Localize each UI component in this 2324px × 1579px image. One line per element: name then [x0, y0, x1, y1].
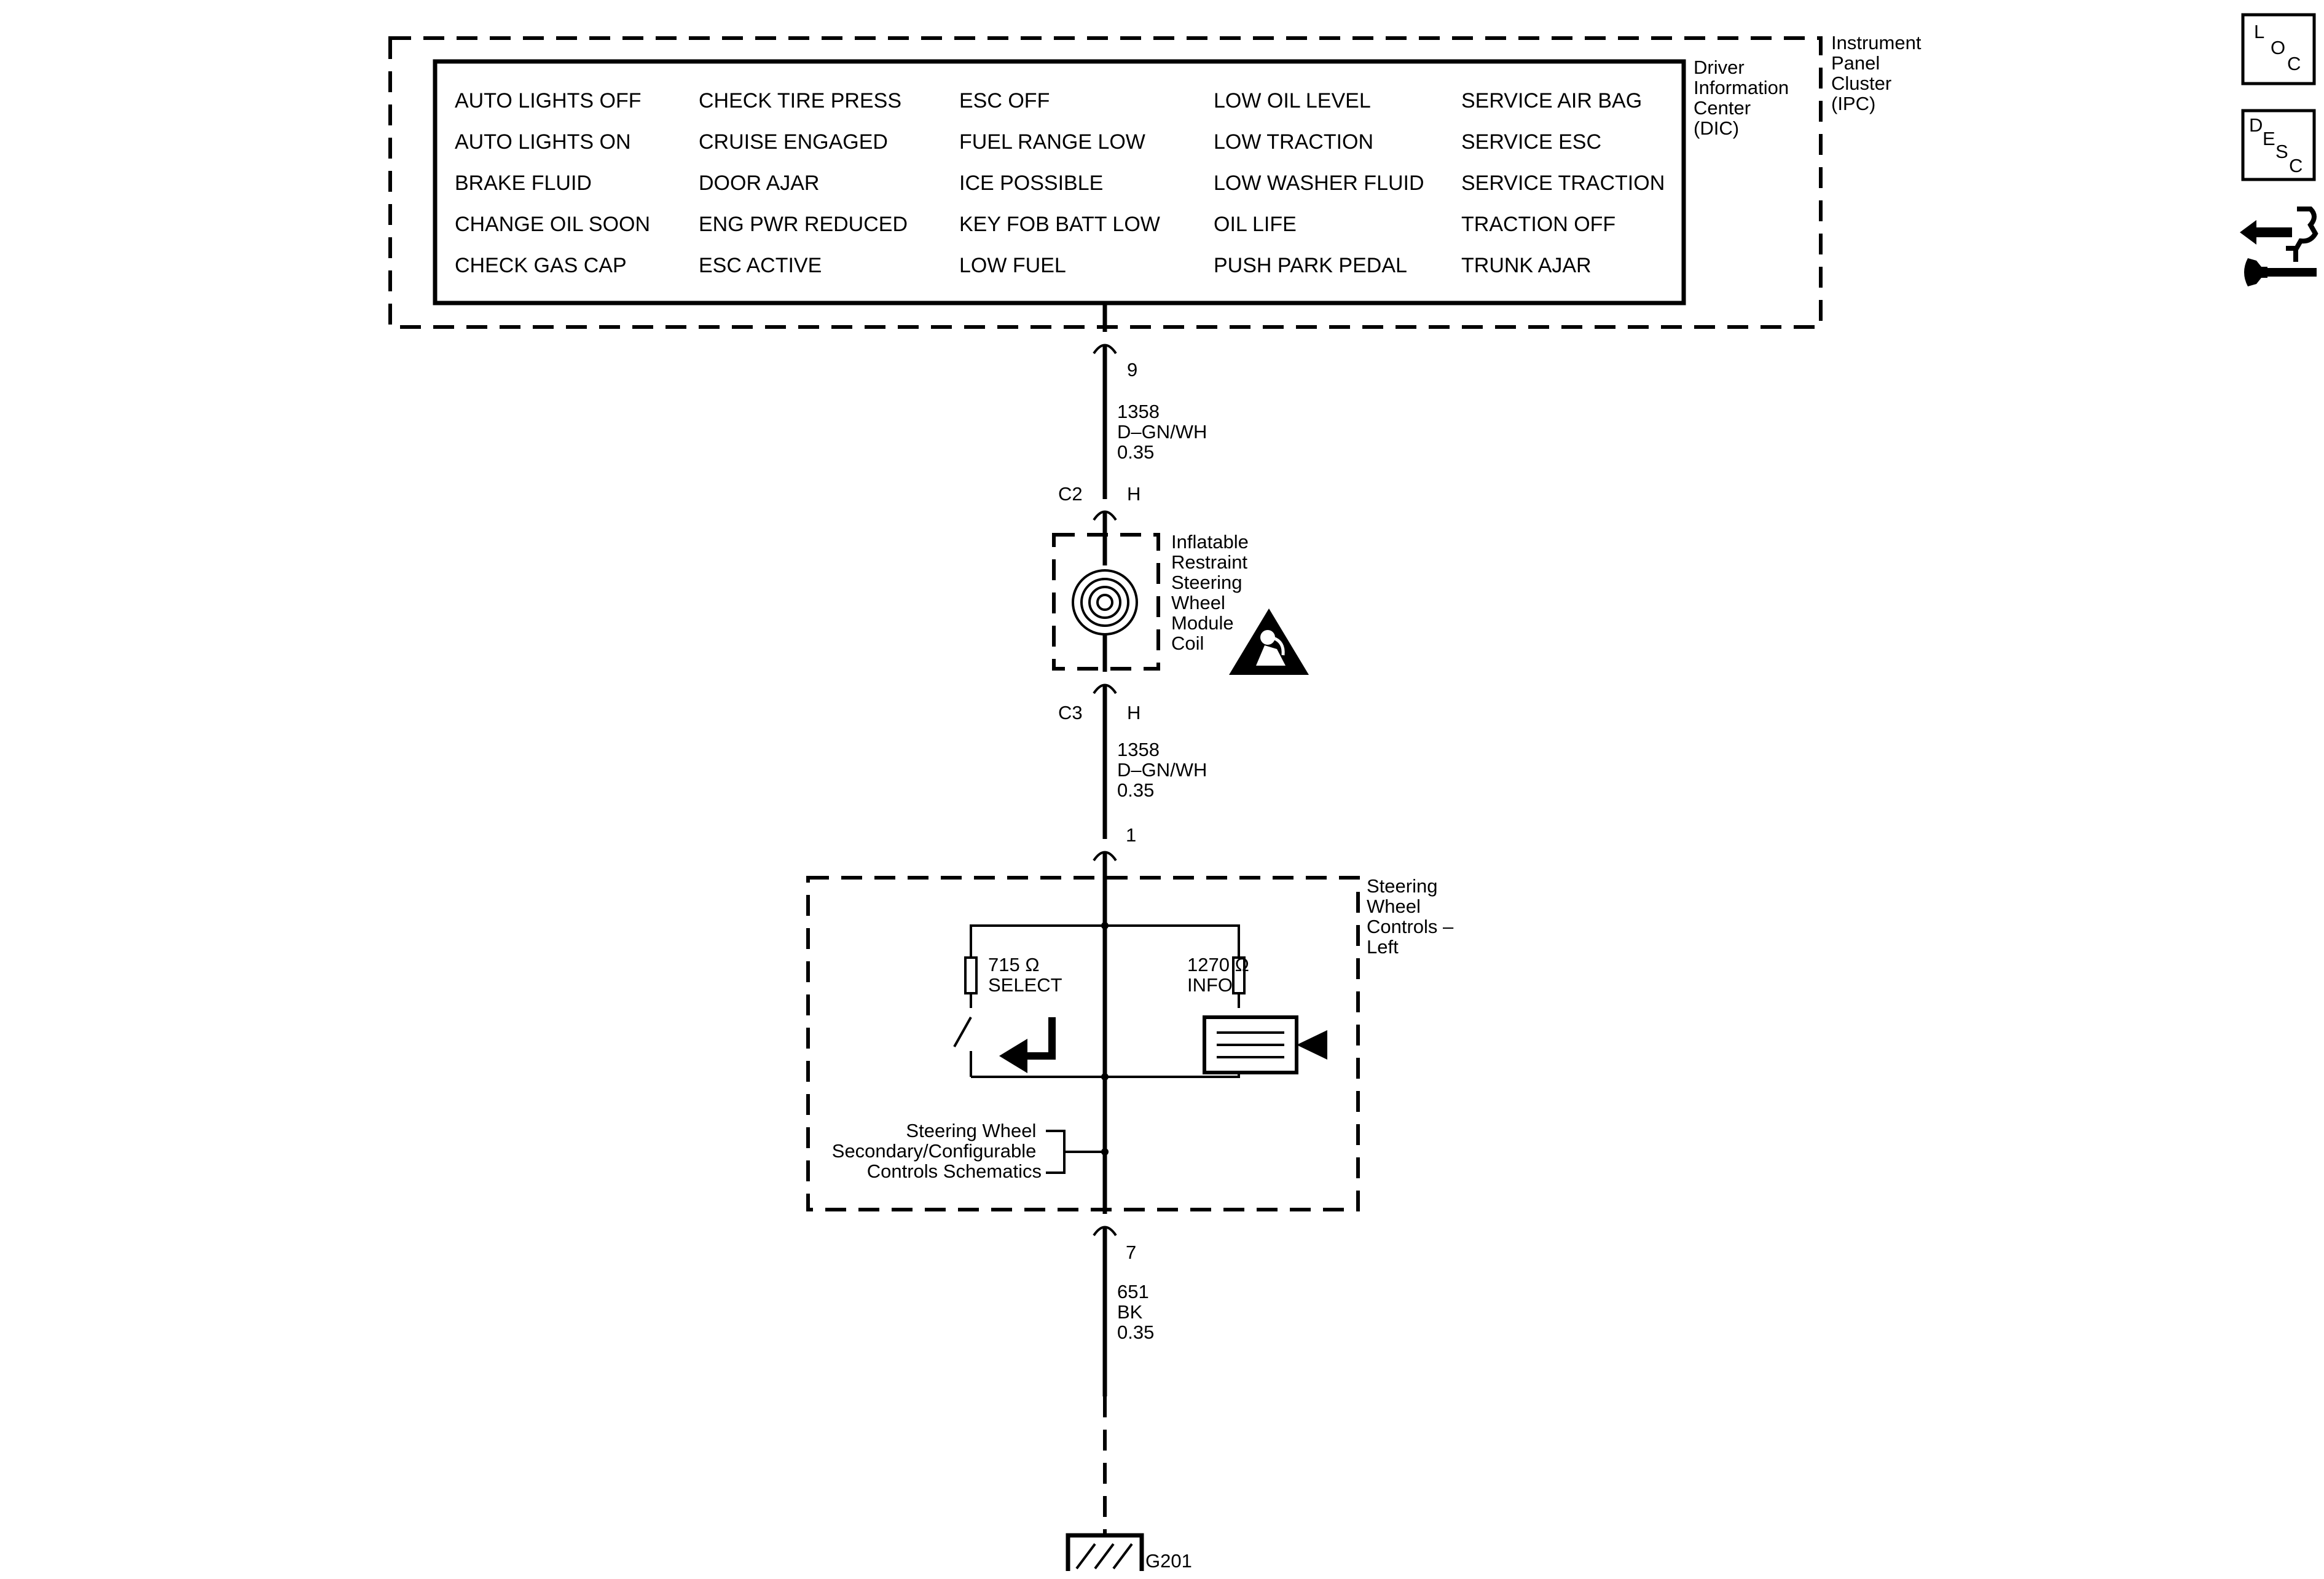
swc-dashed-outline — [806, 876, 1360, 1211]
splice-dot — [1101, 1148, 1109, 1156]
loc-icon[interactable]: L O C — [2241, 13, 2316, 85]
dic-message: AUTO LIGHTS OFF — [455, 89, 642, 112]
loc-icon-letter: O — [2271, 37, 2285, 58]
desc-icon-letter: C — [2289, 155, 2302, 176]
dic-message: LOW OIL LEVEL — [1214, 89, 1371, 112]
connector-name: C2 — [1058, 483, 1083, 505]
loc-icon-letter: L — [2254, 21, 2264, 42]
swc-connector-pin-7: 7 — [1093, 1214, 1136, 1263]
wire-label-middle: 1358 D–GN/WH 0.35 — [1117, 739, 1212, 801]
coil-dashed-outline — [1052, 533, 1160, 671]
steering-wheel-controls-left: Steering Wheel Controls – Left 715 Ω SEL… — [806, 875, 1459, 1211]
dic-message: DOOR AJAR — [699, 171, 819, 195]
dic-message: ENG PWR REDUCED — [699, 213, 908, 236]
ground-symbol-icon — [1066, 1533, 1144, 1571]
loc-icon-letter: C — [2287, 53, 2301, 74]
dic-message: PUSH PARK PEDAL — [1214, 254, 1407, 277]
dic-message: ICE POSSIBLE — [959, 171, 1103, 195]
dic-outline — [433, 59, 1686, 305]
dic-message: LOW FUEL — [959, 254, 1066, 277]
resistor-value: 715 Ω — [988, 954, 1040, 975]
dic-label: Driver Information Center (DIC) — [1694, 57, 1794, 139]
c3-connector: C3 H — [1058, 672, 1140, 723]
switch-name: INFO — [1187, 974, 1233, 996]
dic-message: CHANGE OIL SOON — [455, 213, 650, 236]
info-switch: 1270 Ω INFO — [1187, 954, 1327, 1074]
dic-message: SERVICE AIR BAG — [1461, 89, 1642, 112]
pin-number: H — [1127, 483, 1140, 505]
dic-message: OIL LIFE — [1214, 213, 1297, 236]
pin-number: H — [1127, 702, 1140, 723]
inflatable-restraint-coil: Inflatable Restraint Steering Wheel Modu… — [1052, 531, 1309, 675]
dic-message: TRUNK AJAR — [1461, 254, 1592, 277]
dic-module: Driver Information Center (DIC) AUTO LIG… — [433, 57, 1794, 305]
resistor-1270 — [1232, 956, 1246, 994]
dic-message: ESC ACTIVE — [699, 254, 822, 277]
dic-message: TRACTION OFF — [1461, 213, 1615, 236]
connector-repair-icon[interactable] — [2240, 207, 2318, 286]
pin-number: 9 — [1127, 359, 1137, 380]
coil-label: Inflatable Restraint Steering Wheel Modu… — [1171, 531, 1254, 654]
select-switch: 715 Ω SELECT — [953, 954, 1062, 1073]
dic-message: ESC OFF — [959, 89, 1050, 112]
ipc-connector-pin-9: 9 — [1093, 332, 1137, 380]
ipc-label: Instrument Panel Cluster (IPC) — [1831, 32, 1926, 114]
dic-message: KEY FOB BATT LOW — [959, 213, 1160, 236]
dic-message: LOW WASHER FLUID — [1214, 171, 1424, 195]
desc-icon-letter: S — [2275, 141, 2288, 162]
enter-arrow-icon — [999, 1017, 1056, 1073]
switch-contact — [953, 1017, 972, 1047]
c2-connector: C2 H — [1058, 483, 1140, 535]
info-display-icon — [1203, 1015, 1327, 1074]
pin-number: 1 — [1126, 824, 1136, 846]
dic-message: LOW TRACTION — [1214, 130, 1373, 154]
dic-message: SERVICE TRACTION — [1461, 171, 1665, 195]
desc-icon[interactable]: D E S C — [2241, 109, 2316, 181]
clockspring-icon — [1072, 565, 1138, 672]
dic-message: FUEL RANGE LOW — [959, 130, 1145, 154]
female-terminal-icon — [1093, 510, 1117, 521]
airbag-warning-icon — [1229, 608, 1309, 675]
desc-icon-letter: D — [2249, 114, 2263, 136]
connector-name: C3 — [1058, 702, 1083, 723]
dic-message: AUTO LIGHTS ON — [455, 130, 631, 154]
switch-name: SELECT — [988, 974, 1062, 996]
wire-label-upper: 1358 D–GN/WH 0.35 — [1117, 401, 1212, 463]
reference-bracket — [1046, 1130, 1105, 1174]
ground-g201: G201 — [1066, 1533, 1192, 1572]
splice-dot — [1101, 1073, 1109, 1081]
female-terminal-icon — [1093, 344, 1117, 355]
swc-connector-pin-1: 1 — [1093, 824, 1136, 876]
resistor-715 — [964, 956, 978, 994]
wire-label-lower: 651 BK 0.35 — [1117, 1281, 1154, 1343]
ground-label: G201 — [1145, 1550, 1192, 1572]
dic-message: BRAKE FLUID — [455, 171, 592, 195]
splice-dot — [1101, 922, 1109, 929]
female-terminal-icon — [1093, 851, 1117, 862]
female-terminal-icon — [1093, 683, 1117, 695]
swc-label: Steering Wheel Controls – Left — [1367, 875, 1459, 958]
dic-message: CHECK TIRE PRESS — [699, 89, 901, 112]
schematic-reference[interactable]: Steering Wheel Secondary/Configurable Co… — [832, 1120, 1109, 1182]
dic-message: CRUISE ENGAGED — [699, 130, 888, 154]
dic-message: CHECK GAS CAP — [455, 254, 627, 277]
desc-icon-letter: E — [2263, 128, 2275, 149]
dic-message-list: AUTO LIGHTS OFF AUTO LIGHTS ON BRAKE FLU… — [455, 89, 1665, 277]
pin-number: 7 — [1126, 1242, 1136, 1263]
dic-message: SERVICE ESC — [1461, 130, 1601, 154]
female-terminal-icon — [1093, 1226, 1117, 1237]
resistor-value: 1270 Ω — [1187, 954, 1249, 975]
reference-text[interactable]: Steering Wheel Secondary/Configurable Co… — [832, 1120, 1042, 1182]
